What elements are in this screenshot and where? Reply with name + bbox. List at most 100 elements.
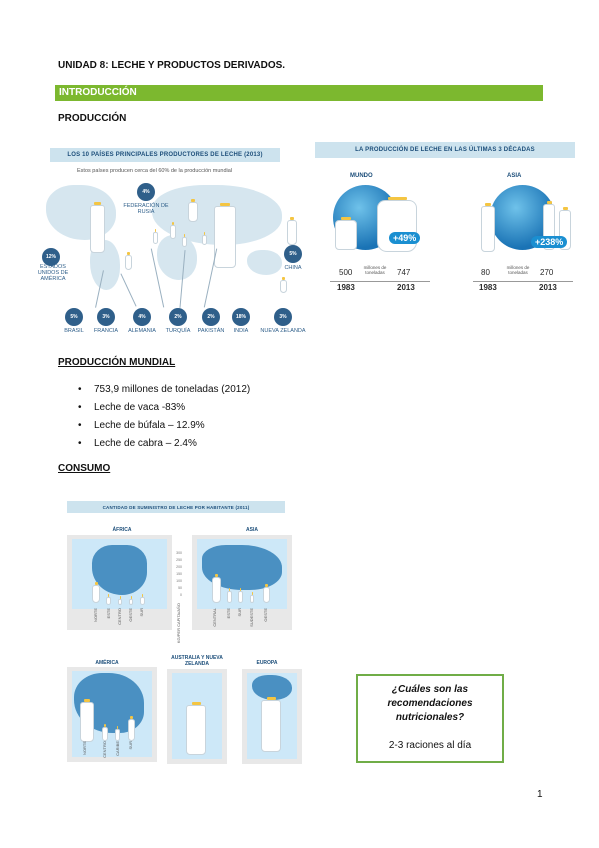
india-label: INDIA [233,328,249,334]
america-bottle-2 [102,724,108,741]
unit-title: UNIDAD 8: LECHE Y PRODUCTOS DERIVADOS. [58,60,286,71]
asia-region-label: OESTE [263,608,268,622]
asia-cons-bottle-2 [227,588,232,603]
brazil-pct: 5% [65,308,83,326]
africa-label: ÁFRICA [112,527,132,533]
world-1983-value: 500 [339,268,353,277]
production-heading: PRODUCCIÓN [58,113,127,124]
asia-year-2013: 2013 [539,283,557,292]
world-year-2013: 2013 [397,283,415,292]
tick-column: 300 250 200 150 100 50 0 [172,550,182,599]
list-item: Leche de vaca -83% [78,399,250,417]
world-label: MUNDO [350,173,373,179]
world-year-1983: 1983 [337,283,355,292]
america-region-label: NORTE [82,741,87,755]
china-label: CHINA [284,265,302,271]
asia-cons-bottle-4 [250,592,254,603]
producers-subtitle: Estos países producen cerca del 60% de l… [77,168,233,174]
china-bottle [287,217,297,245]
recommendation-box: ¿Cuáles son las recomendaciones nutricio… [356,674,504,763]
asia-cons-bottle-1 [212,574,221,603]
america-bottle-4 [128,716,135,741]
decades-title: LA PRODUCCIÓN DE LECHE EN LAS ÚLTIMAS 3 … [315,142,575,158]
producers-title: LOS 10 PAÍSES PRINCIPALES PRODUCTORES DE… [50,148,280,162]
nz-label: NUEVA ZELANDA [260,328,306,334]
asia-baseline [473,281,573,282]
china-pct: 5% [284,245,302,263]
nz-bottle [280,277,287,293]
tick-label: 0 [180,593,182,597]
intro-section-label: INTRODUCCIÓN [59,87,137,98]
africa-bottle-5 [140,594,145,605]
germany-pct: 4% [133,308,151,326]
germany-label: ALEMANIA [128,328,156,334]
india-bottle [214,203,236,268]
africa-bottle-4 [129,596,133,605]
consumption-infographic: CANTIDAD DE SUMINISTRO DE LECHE POR HABI… [62,495,312,780]
africa-region-label: NORTE [93,608,98,622]
tick-label: 200 [176,565,182,569]
pakistan-bottle [202,232,207,245]
america-label: AMÉRICA [95,660,119,666]
oceania-bottle [186,702,206,755]
africa-map [92,545,147,595]
tick-label: 50 [178,586,182,590]
africa-region-label: OESTE [128,608,133,622]
turkey-bottle [182,234,187,247]
list-item: Leche de cabra – 2.4% [78,435,250,453]
question-text: ¿Cuáles son las recomendaciones nutricio… [387,684,473,723]
asia-cons-label: ASIA [246,527,258,533]
asia-bottle-1 [481,203,495,252]
map-oceania [247,250,282,275]
africa-region-label: SUR [139,608,144,617]
pin-pakistan [203,248,218,308]
page-number: 1 [537,789,543,800]
pakistan-label: PAKISTÁN [197,328,225,334]
pakistan-pct: 2% [202,308,220,326]
usa-label: ESTADOS UNIDOS DE AMÉRICA [37,264,69,282]
world-production-list: 753,9 millones de toneladas (2012) Leche… [78,381,250,453]
africa-region-label: CENTRO [117,608,122,625]
tick-label: 300 [176,551,182,555]
asia-2013-value: 270 [540,268,554,277]
list-item: Leche de búfala – 12.9% [78,417,250,435]
world-2013-value: 747 [397,268,411,277]
asia-region-label: SUR [237,608,242,617]
europe-map [252,675,292,700]
three-decades-infographic: LA PRODUCCIÓN DE LECHE EN LAS ÚLTIMAS 3 … [315,140,575,300]
asia-year-1983: 1983 [479,283,497,292]
france-pct: 3% [97,308,115,326]
usa-bottle [90,202,105,253]
america-region-label: CARIBE [115,741,120,756]
intro-section-bar: INTRODUCCIÓN [55,85,543,101]
turkey-pct: 2% [169,308,187,326]
tick-label: 150 [176,572,182,576]
russia-label: FEDERACIÓN DE RUSIA [123,203,169,215]
america-region-label: CENTRO [102,741,107,758]
africa-bottle-1 [92,582,100,603]
tick-label: 100 [176,579,182,583]
africa-bottle-2 [106,594,111,605]
world-production-heading: PRODUCCIÓN MUNDIAL [58,357,176,368]
consumption-heading: CONSUMO [58,463,111,474]
asia-region-label: ESTE [226,608,231,619]
map-north-america [46,185,116,240]
france-label: FRANCIA [93,328,119,334]
brazil-bottle [125,252,132,270]
asia-label: ASIA [507,173,522,179]
america-region-label: SUR [128,741,133,750]
asia-1983-value: 80 [481,268,490,277]
axis-label: KG/PER CAPITA/AÑO [176,603,181,644]
america-bottle-1 [80,699,94,742]
world-big-jug [377,197,417,252]
france-bottle [153,229,158,244]
top-producers-infographic: LOS 10 PAÍSES PRINCIPALES PRODUCTORES DE… [38,140,310,340]
asia-unit: millones de toneladas [506,265,530,275]
world-small-jug [335,217,357,250]
list-item: 753,9 millones de toneladas (2012) [78,381,250,399]
asia-region-label: CENTRAL [212,608,217,627]
world-baseline [330,281,430,282]
russia-bottle [188,199,198,222]
world-unit: millones de toneladas [363,265,387,275]
america-bottle-3 [115,726,120,741]
